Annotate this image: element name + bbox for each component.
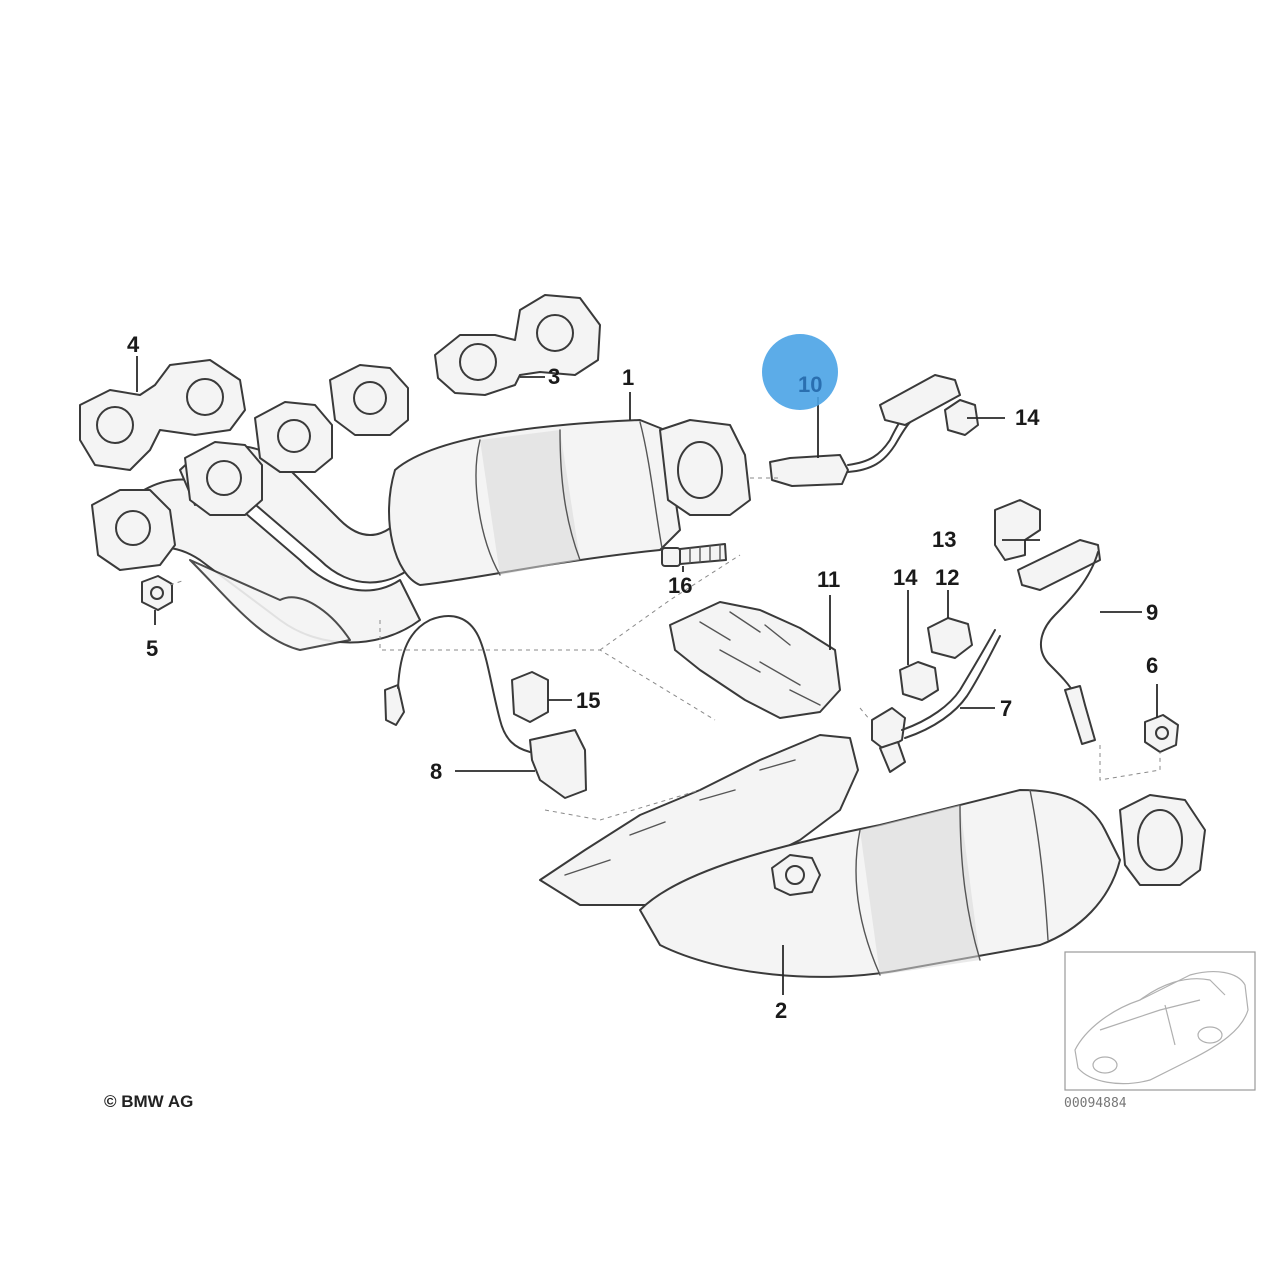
nut-6[interactable] <box>1144 714 1179 753</box>
assembly-lines <box>169 477 1161 821</box>
oxygen-sensor-10[interactable] <box>769 374 961 487</box>
bolt-16[interactable] <box>661 543 727 567</box>
callout-6[interactable]: 6 <box>1146 653 1158 678</box>
car-outline-icon <box>1074 970 1249 1085</box>
callout-8[interactable]: 8 <box>430 759 442 784</box>
catalytic-converter-front[interactable] <box>91 364 751 651</box>
manifold-gasket-3[interactable] <box>434 294 601 396</box>
callout-13[interactable]: 13 <box>932 527 956 552</box>
oxygen-sensor-9[interactable] <box>1017 539 1101 745</box>
callout-leaders <box>136 356 1158 995</box>
callout-15[interactable]: 15 <box>576 688 600 713</box>
callout-numbers: 4 3 1 10 14 13 9 6 16 11 14 12 7 15 8 5 … <box>127 332 1158 1023</box>
callout-16[interactable]: 16 <box>668 573 692 598</box>
copyright-text: © BMW AG <box>104 1092 193 1111</box>
clip-14-upper[interactable] <box>944 399 979 436</box>
callout-14-upper[interactable]: 14 <box>1015 405 1040 430</box>
callout-9[interactable]: 9 <box>1146 600 1158 625</box>
callout-12[interactable]: 12 <box>935 565 959 590</box>
clip-14-lower[interactable] <box>899 661 939 701</box>
vehicle-thumbnail <box>1064 951 1256 1091</box>
oxygen-sensor-8[interactable] <box>384 615 587 799</box>
clip-12[interactable] <box>927 617 973 659</box>
callout-2[interactable]: 2 <box>775 998 787 1023</box>
callout-10[interactable]: 10 <box>798 372 822 397</box>
callout-14-lower[interactable]: 14 <box>893 565 918 590</box>
callout-1[interactable]: 1 <box>622 365 634 390</box>
clip-15[interactable] <box>511 671 549 723</box>
bracket-11[interactable] <box>669 601 841 719</box>
oxygen-sensor-7[interactable] <box>871 629 1001 773</box>
callout-3[interactable]: 3 <box>548 364 560 389</box>
highlight-circle-10 <box>762 334 838 410</box>
reference-number: 00094884 <box>1064 1096 1127 1111</box>
nut-5[interactable] <box>141 575 173 611</box>
callout-4[interactable]: 4 <box>127 332 140 357</box>
callout-11[interactable]: 11 <box>817 567 840 592</box>
callout-5[interactable]: 5 <box>146 636 158 661</box>
callout-7[interactable]: 7 <box>1000 696 1012 721</box>
manifold-gasket-4[interactable] <box>79 359 246 471</box>
clip-13[interactable] <box>994 499 1041 561</box>
catalytic-converter-rear[interactable] <box>539 734 1206 978</box>
